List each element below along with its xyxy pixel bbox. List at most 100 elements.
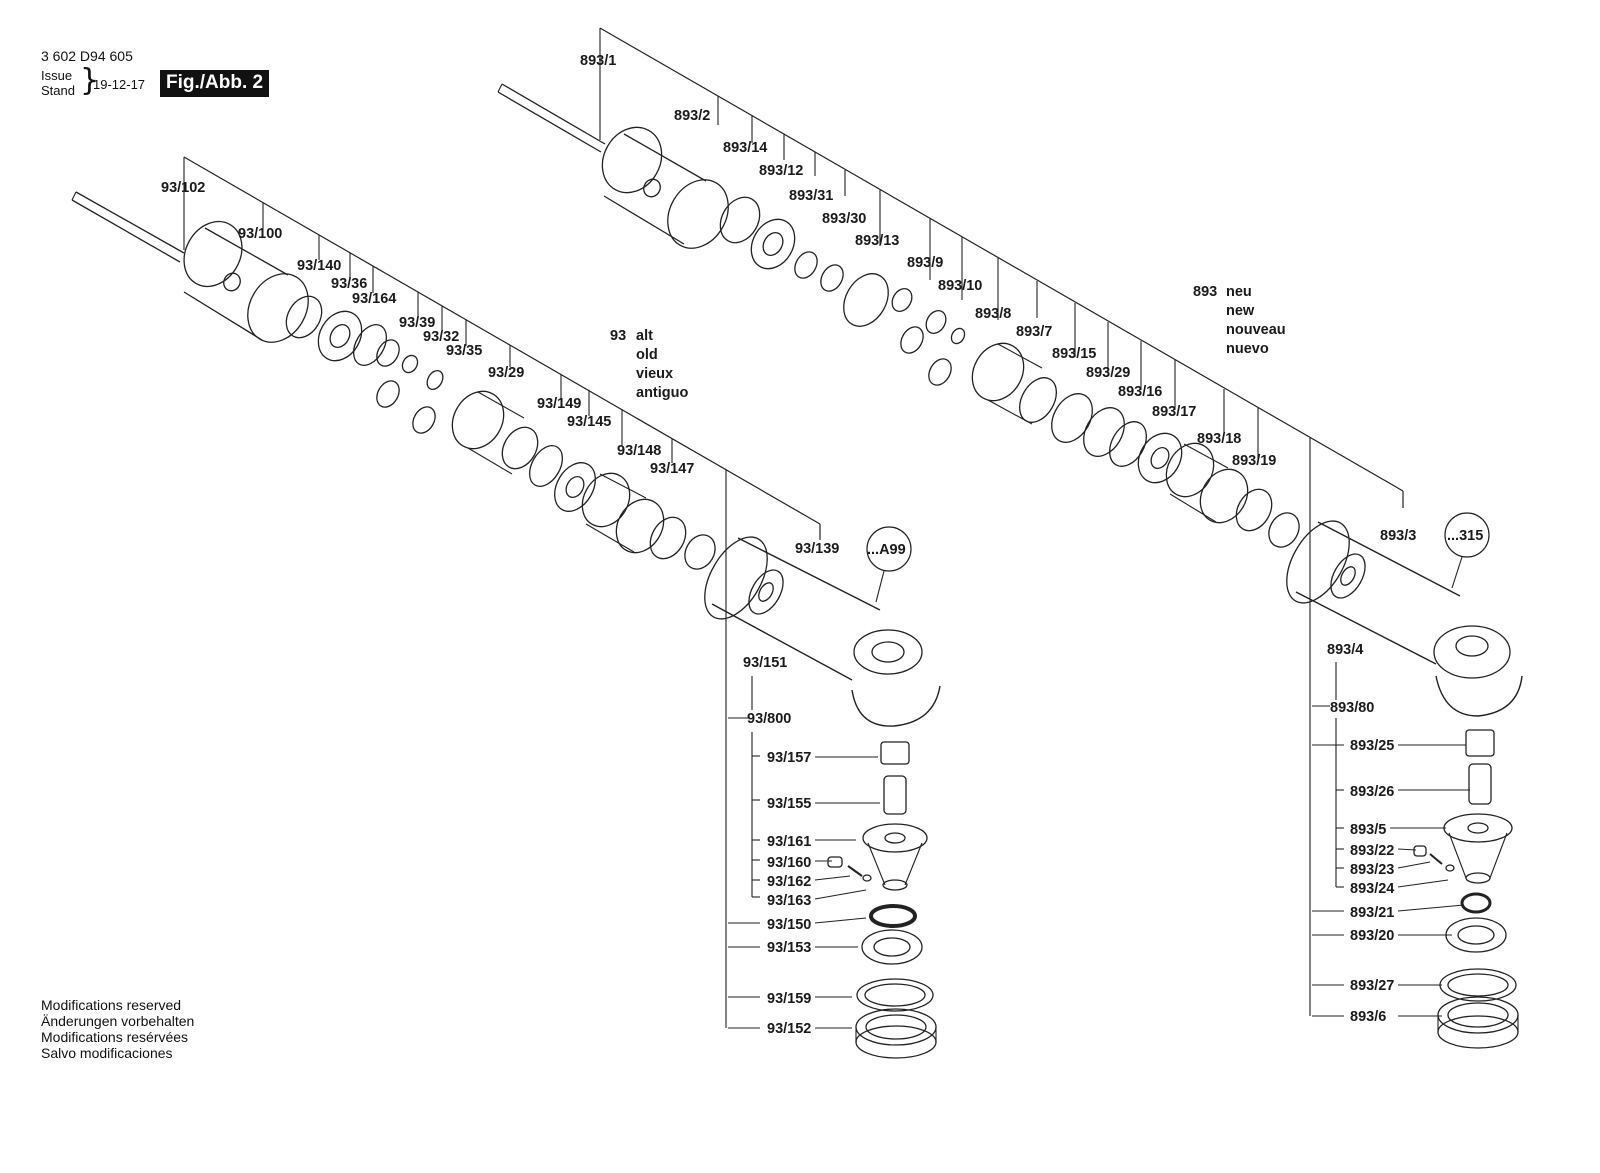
old-pointer (814, 889, 867, 900)
part-label-new: 893/5 (1350, 822, 1386, 838)
kit-word-old: antiguo (636, 385, 688, 401)
old-spacer (880, 741, 910, 765)
kit-word-new: nuevo (1226, 341, 1269, 357)
part-labels: 93/10293/10093/14093/3693/16493/3993/329… (161, 53, 1483, 1037)
old-ball-race (861, 929, 923, 965)
new-bevel-gear (1330, 553, 1366, 599)
old-bevel-wheel-hub (884, 832, 906, 844)
new-head-base (1435, 675, 1523, 717)
part-label-old: 93/150 (767, 917, 811, 933)
part-label-old: 93/145 (567, 414, 611, 430)
new-bearing-bore (762, 232, 784, 256)
note-line-es: Salvo modificaciones (41, 1045, 173, 1061)
new-base-bottom (1437, 1015, 1519, 1049)
old-bearing-2-bore (565, 476, 585, 498)
new-pointer (1397, 904, 1465, 912)
new-sleeve-hole (643, 178, 661, 198)
part-label-new: 893/2 (674, 108, 710, 124)
old-spring (847, 865, 863, 877)
part-label-old: 93/152 (767, 1021, 811, 1037)
part-label-old: 93/159 (767, 991, 811, 1007)
old-sleeve-front (183, 220, 243, 288)
old-bushing (581, 472, 631, 528)
kit-word-new: neu (1226, 284, 1252, 300)
old-ball-race-inner (873, 937, 911, 957)
part-label-new: 893/17 (1152, 404, 1196, 420)
new-pointer (1397, 848, 1417, 851)
part-label-new: 893/25 (1350, 738, 1394, 754)
new-pinion-2 (925, 310, 947, 334)
kit-word-new: new (1226, 303, 1255, 319)
old-spring-ring (285, 295, 323, 339)
old-carrier (451, 390, 505, 450)
part-label-new: 893/27 (1350, 978, 1394, 994)
old-bevel-teeth (867, 842, 886, 886)
new-pointer (1397, 879, 1449, 888)
part-label-new: 893/15 (1052, 346, 1096, 362)
new-head-bottom (1295, 591, 1437, 665)
old-head-base (851, 685, 941, 727)
new-base-ring-inner (1447, 1002, 1509, 1028)
part-label-old: 93/139 (795, 541, 839, 557)
new-bevel-teeth (1448, 832, 1467, 879)
new-ball-race (1445, 917, 1507, 953)
part-label-old: 93/148 (617, 443, 661, 459)
new-o-ring (719, 196, 761, 244)
new-spring (1429, 853, 1443, 865)
new-bevel-teeth (1489, 832, 1508, 879)
part-label-old: 93/153 (767, 940, 811, 956)
old-head-eye-hole (871, 641, 905, 663)
old-head-face (704, 536, 768, 620)
old-bushing-back (615, 498, 665, 554)
part-label-new: 893/16 (1118, 384, 1162, 400)
callout-circle-new (1444, 512, 1490, 558)
part-label-new: 893/29 (1086, 365, 1130, 381)
part-label-old: 93/161 (767, 834, 811, 850)
kit-word-old: old (636, 347, 658, 363)
part-label-old: 93/102 (161, 180, 205, 196)
old-pointer (814, 875, 851, 881)
new-spline (1268, 512, 1300, 548)
new-screw-cap (1413, 845, 1427, 857)
part-label-new: 893/3 (1380, 528, 1416, 544)
new-sleeve-small (1235, 488, 1273, 532)
old-bracket-main (183, 156, 821, 525)
new-head-top (1317, 521, 1461, 597)
issue-brace: } (80, 63, 100, 98)
old-o-ring (869, 904, 917, 928)
callout-circle-old (866, 526, 912, 572)
note-line-de: Änderungen vorbehalten (41, 1013, 195, 1029)
modifications-note: Modifications reserved Änderungen vorbeh… (41, 997, 194, 1061)
old-carrier-edge (467, 447, 513, 475)
old-screw-cap (827, 856, 843, 868)
new-bevel-hub (1340, 566, 1356, 586)
old-bevel-teeth (904, 842, 923, 886)
part-label-old: 93/140 (297, 258, 341, 274)
part-label-new: 893/26 (1350, 784, 1394, 800)
part-label-new: 893/4 (1327, 642, 1363, 658)
old-pointer (814, 917, 867, 924)
new-bearing-ring (1460, 892, 1492, 914)
old-carrier-edge (477, 391, 525, 419)
new-dust-seal (1439, 968, 1517, 1002)
new-bevel-stem (1465, 872, 1491, 884)
new-bevel-wheel (1443, 813, 1513, 843)
part-label-old: 93/35 (446, 343, 482, 359)
part-label-new: 893/20 (1350, 928, 1394, 944)
old-pin (883, 775, 907, 815)
new-bushing (1165, 442, 1215, 498)
new-shaft (501, 83, 606, 145)
stand-label: Stand (41, 83, 75, 98)
old-spline (684, 534, 716, 570)
part-label-new: 893/21 (1350, 905, 1394, 921)
new-disc (820, 264, 844, 292)
new-sleeve-thread (667, 179, 729, 249)
part-label-old: 93/157 (767, 750, 811, 766)
part-label-new: 893/80 (1330, 700, 1374, 716)
new-ball-bearing (750, 218, 796, 270)
old-ball-bearing (317, 310, 363, 362)
part-label-old: 93/36 (331, 276, 367, 292)
old-bevel-stem (882, 879, 908, 891)
part-label-old: 93/100 (238, 226, 282, 242)
